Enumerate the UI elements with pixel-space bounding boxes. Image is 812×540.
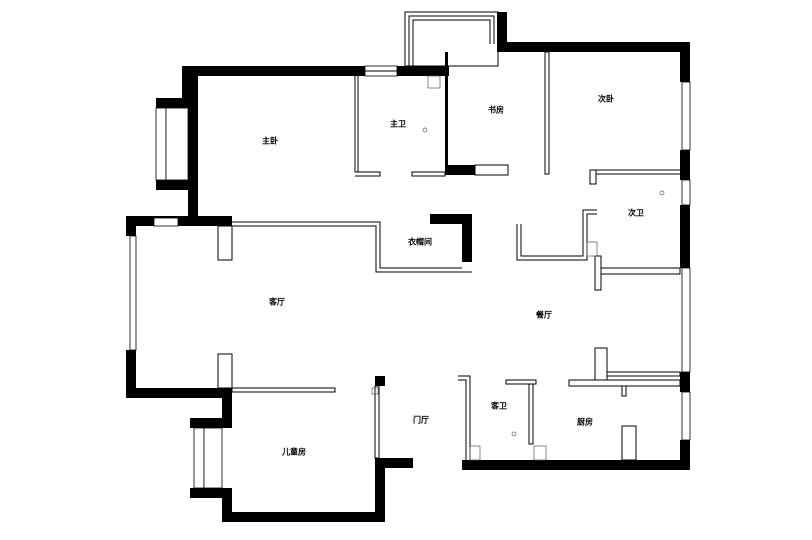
label-walk-in-closet: 衣帽间 xyxy=(408,237,432,247)
fixtures xyxy=(371,75,665,461)
label-childrens-room: 儿童房 xyxy=(281,447,306,457)
walls xyxy=(126,12,690,522)
partitions xyxy=(217,51,681,461)
top-balcony xyxy=(404,11,499,67)
label-dining-room: 餐厅 xyxy=(535,310,552,320)
label-study: 书房 xyxy=(488,105,504,115)
label-master-bath: 主卫 xyxy=(390,119,406,129)
label-living-room: 客厅 xyxy=(268,297,285,307)
room-labels: 主卧 主卫 书房 次卧 次卫 衣帽间 客厅 餐厅 客卫 厨房 门厅 儿童房 xyxy=(262,94,644,457)
label-entrance-hall: 门厅 xyxy=(413,415,429,425)
windows xyxy=(129,65,691,489)
label-master-bedroom: 主卧 xyxy=(262,136,278,146)
label-second-bath: 次卫 xyxy=(628,208,644,218)
label-second-bedroom: 次卧 xyxy=(598,94,614,104)
label-kitchen: 厨房 xyxy=(577,417,593,427)
label-guest-bath: 客卫 xyxy=(490,401,507,411)
